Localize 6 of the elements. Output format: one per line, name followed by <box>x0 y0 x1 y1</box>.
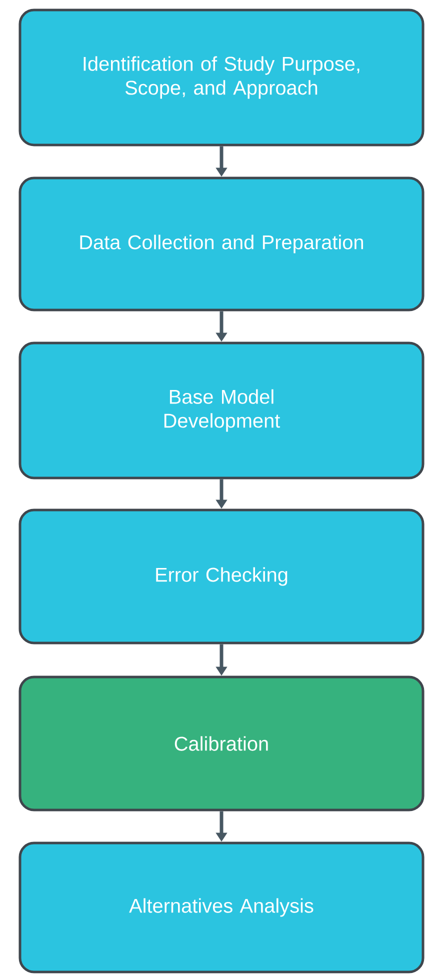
process-box: Base Model Development <box>18 342 424 480</box>
process-box: Alternatives Analysis <box>18 842 424 974</box>
process-box: Error Checking <box>18 508 424 644</box>
process-box: Identification of Study Purpose, Scope, and Approach <box>18 8 424 146</box>
process-box: Data Collection and Preparation <box>18 176 424 312</box>
process-box: Calibration <box>18 676 424 812</box>
